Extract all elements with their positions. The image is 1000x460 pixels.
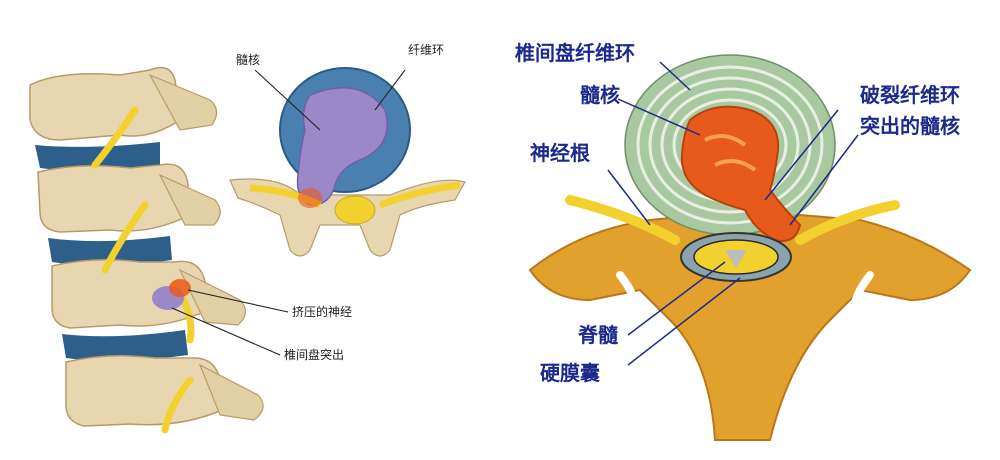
nerve-root [378,181,461,209]
label-annulus: 纤维环 [408,43,444,57]
leader-line [374,69,406,111]
label-annulus: 椎间盘纤维环 [515,41,635,65]
right-illustration: 椎间盘纤维环 髓核 神经根 破裂纤维环 突出的髓核 脊髓 硬膜囊 [515,41,972,441]
gray-matter [725,250,747,268]
vertebra-body [37,163,191,233]
label-nerve-root: 神经根 [530,141,590,165]
right-figure: 椎间盘纤维环 髓核 神经根 破裂纤维环 突出的髓核 脊髓 硬膜囊 [500,0,1000,460]
vertebra-process [158,173,221,226]
nucleus [296,87,388,206]
leader-line [171,307,281,356]
leader-line [789,134,859,226]
label-spinal-cord: 脊髓 [577,323,619,347]
spinal-cord [334,195,376,225]
intervertebral-disc [62,330,188,361]
vertebra-body [65,355,223,427]
nerve [91,106,139,169]
spine-column [29,66,264,434]
vertebra-process [198,363,264,421]
label-compressed-nerve: 挤压的神经 [292,304,352,319]
left-figure: 髓核 纤维环 挤压的神经 椎间盘突出 [29,43,466,434]
nerve-root [565,195,680,245]
leader-line [659,61,691,91]
label-nucleus: 髓核 [580,83,620,107]
facet-joint [616,271,640,324]
facet-joint [850,271,874,324]
leader-line [627,277,741,366]
left-illustration: 髓核 纤维环 挤压的神经 椎间盘突出 [29,43,466,434]
compression-zone [298,188,322,208]
nerve [101,201,149,274]
intervertebral-disc [48,236,172,266]
nucleus-texture [704,134,757,172]
leader-line [607,169,651,226]
leader-line [764,109,839,201]
compressed-nerve-highlight [169,279,191,297]
vertebra-process [178,268,247,326]
label-ruptured-annulus: 破裂纤维环 [860,83,960,107]
nucleus-pulposus [680,105,802,242]
leader-line [627,261,726,336]
nerve-root [795,200,900,245]
label-nucleus: 髓核 [236,53,260,67]
vertebra-process [148,73,218,131]
leader-line [187,289,289,313]
leader-line [617,98,701,136]
label-herniation: 椎间盘突出 [284,347,344,362]
label-dura: 硬膜囊 [540,361,600,385]
disc-top-view [229,67,466,257]
nerve [161,376,194,434]
label-herniated-nucleus: 突出的髓核 [860,114,960,138]
leader-line [254,69,321,131]
